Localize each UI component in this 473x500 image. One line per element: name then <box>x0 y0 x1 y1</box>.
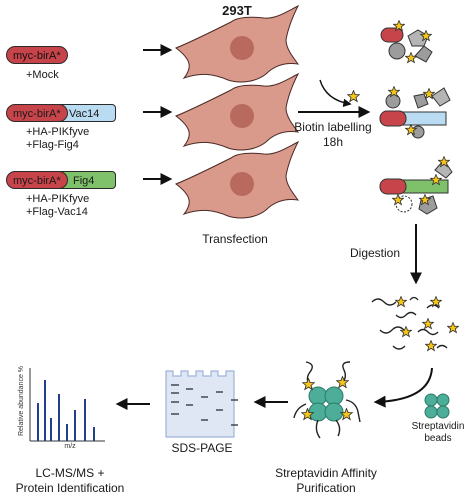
construct-3-cotransfection-1: +HA-PIKfyve <box>26 193 90 205</box>
construct-1-cotransfection-1: +Mock <box>26 69 59 81</box>
cell-3 <box>175 141 299 219</box>
construct-3-fusion-partner: Fig4 <box>58 171 116 189</box>
label-lcms-2: Protein Identification <box>15 481 125 495</box>
protein-cluster-vac14 <box>379 86 451 139</box>
construct-3-tag-label: myc-birA* <box>13 175 61 187</box>
peptide-biotin-6 <box>425 340 437 352</box>
label-sds-page: SDS-PAGE <box>171 441 233 455</box>
spectrum-x-label: m/z <box>64 443 76 450</box>
construct-3-birA-tag: myc-birA* <box>6 171 68 189</box>
construct-3-cotransfection-2: +Flag-Vac14 <box>26 206 88 218</box>
mass-spectrum <box>29 368 105 442</box>
construct-2-fusion-label: Vac14 <box>69 108 100 120</box>
construct-1-tag-label: myc-birA* <box>13 50 61 62</box>
protein-cluster-mock <box>380 20 433 64</box>
peptide-biotin-3 <box>422 318 434 330</box>
peptide-biotin-1 <box>395 296 407 308</box>
cell-2 <box>175 73 299 151</box>
label-purification-1: Streptavidin Affinity <box>275 466 377 480</box>
label-biotin-time: 18h <box>322 135 344 149</box>
label-transfection: Transfection <box>202 232 268 246</box>
cell-line-title: 293T <box>222 3 252 18</box>
arrow-to-purification <box>373 367 433 408</box>
sds-page-gel <box>165 370 238 438</box>
spectrum-y-label: Relative abundance % <box>18 365 25 437</box>
cell-1 <box>175 5 299 83</box>
construct-1-birA-tag: myc-birA* <box>6 46 68 64</box>
label-streptavidin-beads-2: beads <box>424 433 452 444</box>
peptide-biotin-5 <box>447 322 459 334</box>
label-purification-2: Purification <box>296 481 356 495</box>
construct-2-fusion-partner: Vac14 <box>58 104 116 122</box>
label-biotin-labelling: Biotin labelling <box>294 120 372 134</box>
protein-cluster-fig4 <box>379 156 453 215</box>
construct-2-cotransfection-1: +HA-PIKfyve <box>26 126 90 138</box>
biotin-curve-arrow <box>319 79 352 108</box>
construct-2-tag-label: myc-birA* <box>13 108 61 120</box>
purification-complex <box>293 361 361 439</box>
label-digestion: Digestion <box>349 246 401 260</box>
construct-2-birA-tag: myc-birA* <box>6 104 68 122</box>
label-lcms-1: LC-MS/MS + <box>35 466 105 480</box>
peptide-fragments <box>371 296 448 350</box>
construct-2-cotransfection-2: +Flag-Fig4 <box>26 139 79 151</box>
biotin-icon <box>347 90 360 102</box>
construct-3-fusion-label: Fig4 <box>73 175 95 187</box>
label-streptavidin-beads-1: Streptavidin <box>411 421 465 432</box>
streptavidin-bead-icon <box>424 393 450 419</box>
